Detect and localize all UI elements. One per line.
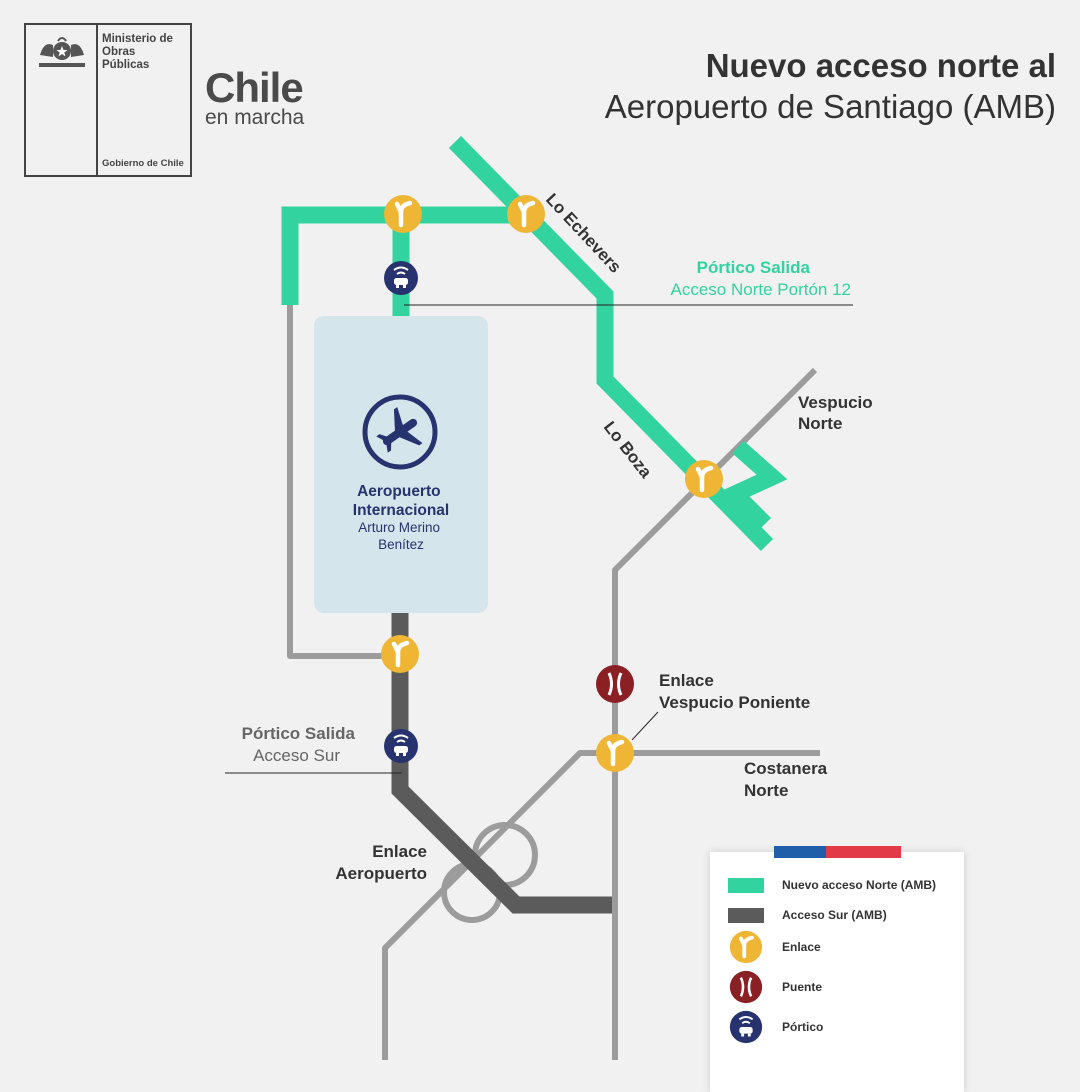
leader-lines	[225, 304, 853, 774]
puente-icon	[729, 970, 763, 1004]
enlace-icon	[685, 460, 723, 498]
callout-enlace-vp-2: Vespucio Poniente	[659, 693, 810, 712]
plane-icon	[362, 394, 438, 470]
callout-portico-norte-1: Pórtico Salida	[697, 258, 811, 277]
mop-logo: Ministerio de Obras Públicas Gobierno de…	[24, 23, 192, 177]
teal-line-swatch	[728, 877, 764, 893]
road-label-vespucio-1: Vespucio	[798, 393, 873, 412]
portico-icon	[383, 728, 419, 764]
legend-label: Enlace	[782, 940, 821, 954]
title-line-2: Aeropuerto de Santiago (AMB)	[604, 88, 1056, 125]
callout-enlace-vp-1: Enlace	[659, 671, 714, 690]
callout-enlace-aero-2: Aeropuerto	[335, 864, 427, 883]
airport-sub-1: Arturo Merino	[358, 520, 440, 535]
road-left-loop	[287, 300, 400, 659]
legend-item: Pórtico	[710, 1010, 964, 1044]
road-label-costanera-1: Costanera	[744, 759, 828, 778]
road-label-vespucio-2: Norte	[798, 414, 842, 433]
callout-portico-sur-2: Acceso Sur	[253, 746, 340, 765]
portico-icon	[729, 1010, 763, 1044]
legend-label: Nuevo acceso Norte (AMB)	[782, 878, 937, 892]
ministry-name-1: Ministerio de	[102, 33, 173, 45]
brand-main: Chile	[205, 64, 304, 111]
enlace-icon	[729, 930, 763, 964]
acceso-sur-route	[391, 612, 612, 914]
road-costanera	[382, 750, 820, 1060]
svg-text:Arturo Merino Benítez: Arturo Merino Benítez	[358, 520, 444, 552]
brand-sub: en marcha	[205, 106, 305, 129]
portico-icon	[383, 260, 419, 296]
callout-portico-sur-1: Pórtico Salida	[242, 724, 356, 743]
chile-en-marcha-logo: Chile en marcha	[205, 64, 305, 129]
page-title: Nuevo acceso norte al Aeropuerto de Sant…	[605, 46, 1056, 128]
legend: Nuevo acceso Norte (AMB) Acceso Sur (AMB…	[710, 852, 964, 1092]
legend-item: Nuevo acceso Norte (AMB)	[710, 870, 964, 900]
enlace-icon	[381, 635, 419, 673]
title-line-1: Nuevo acceso norte al	[705, 47, 1056, 84]
chile-flag-stripe	[774, 846, 901, 858]
gray-line-swatch	[728, 907, 764, 923]
legend-label: Acceso Sur (AMB)	[782, 908, 887, 922]
government-label: Gobierno de Chile	[102, 158, 184, 169]
ministry-name-2: Obras	[102, 46, 136, 58]
airport-sub-2: Benítez	[378, 537, 424, 552]
legend-label: Pórtico	[782, 1020, 824, 1034]
coat-of-arms-icon	[39, 37, 85, 67]
ministry-name-3: Públicas	[102, 59, 150, 71]
puente-icon	[594, 663, 636, 705]
airport-name-2: Internacional	[353, 502, 449, 519]
road-vespucio	[612, 367, 818, 1060]
legend-item: Acceso Sur (AMB)	[710, 900, 964, 930]
legend-item: Enlace	[710, 930, 964, 964]
legend-label: Puente	[782, 980, 823, 994]
enlace-icon	[596, 734, 634, 772]
svg-text:Aeropuerto Internacional: Aeropuerto Internacional	[353, 483, 449, 519]
legend-item: Puente	[710, 970, 964, 1004]
enlace-icon	[507, 195, 545, 233]
airport-name-1: Aeropuerto	[357, 483, 441, 500]
callout-enlace-aero-1: Enlace	[372, 842, 427, 861]
road-label-costanera-2: Norte	[744, 781, 788, 800]
enlace-icon	[384, 195, 422, 233]
callout-portico-norte-2: Acceso Norte Portón 12	[671, 280, 851, 299]
